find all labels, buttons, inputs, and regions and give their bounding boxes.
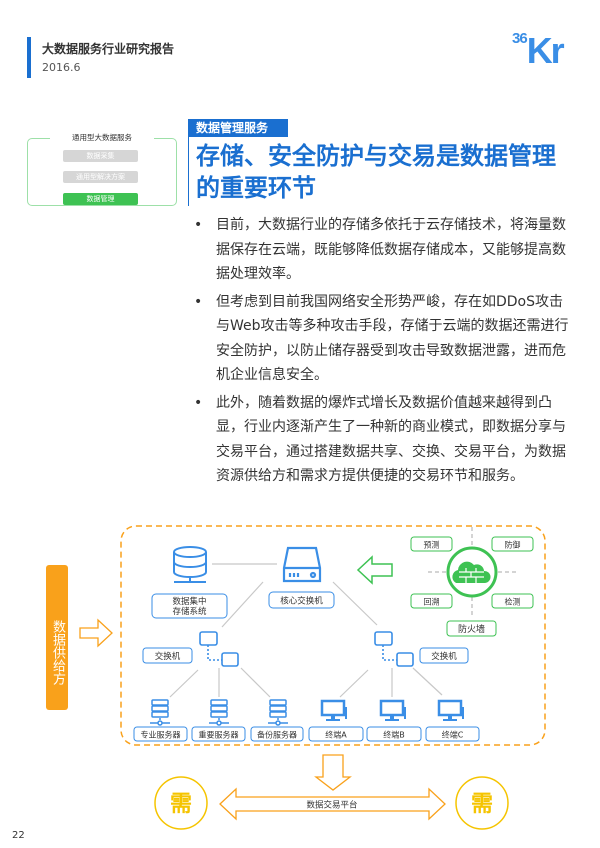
server-icon	[150, 699, 170, 726]
function-defend: 防御	[505, 540, 521, 550]
page-number: 22	[12, 830, 25, 841]
terminal-icon	[437, 699, 464, 721]
section-headline: 存储、安全防护与交易是数据管理的重要环节	[196, 142, 556, 202]
core-switch-label-box	[268, 591, 335, 609]
function-box	[410, 536, 453, 552]
exchange-double-arrow-icon	[219, 787, 446, 821]
switch-right-label: 交换机	[431, 651, 457, 662]
server-label: 专业服务器	[141, 730, 181, 740]
platform-label: 数据交易平台	[306, 800, 357, 811]
terminal-icon	[379, 699, 406, 721]
demand-circle-right	[455, 776, 509, 830]
nav-title: 通用型大数据服务	[50, 132, 154, 143]
firewall-arrow-icon	[356, 555, 393, 585]
function-detect: 检测	[505, 597, 521, 607]
function-box	[491, 593, 534, 609]
bullet-marker: •	[194, 217, 203, 233]
terminal-icon	[320, 699, 347, 721]
firewall-label-box	[446, 620, 497, 637]
header-accent-bar	[27, 37, 31, 78]
list-item: • 但考虑到目前我国网络安全形势严峻，存在如DDoS攻击与Web攻击等多种攻击手段…	[194, 290, 569, 388]
logo-letters: Kr	[526, 30, 565, 71]
list-item: • 此外，随着数据的爆炸式增长及数据价值越来越得到凸显，行业内逐渐产生了一种新的商…	[194, 391, 569, 489]
switch-left-label: 交换机	[155, 651, 181, 662]
storage-label-line1: 数据集中	[172, 596, 206, 607]
server-label: 备份服务器	[257, 730, 297, 740]
terminal-label: 终端B	[383, 730, 405, 740]
bullet-marker: •	[194, 293, 203, 310]
diagram-frame	[120, 525, 546, 746]
function-predict: 预测	[424, 540, 440, 550]
bullet-text: 此外，随着数据的爆炸式增长及数据价值越来越得到凸显，行业内逐渐产生了一种新的商业…	[216, 394, 566, 485]
server-label: 重要服务器	[199, 730, 239, 740]
storage-label-line2: 存储系统	[172, 606, 207, 617]
server-icon	[209, 699, 229, 726]
bullet-marker: •	[194, 394, 203, 411]
nav-item-data-collection[interactable]: 数据采集	[63, 150, 138, 162]
demand-right-label: 需	[471, 792, 493, 817]
nav-item-data-management[interactable]: 数据管理	[63, 193, 138, 205]
terminal-label: 终端A	[325, 730, 347, 740]
firewall-functions: 预测 防御 回溯 检测 防火墙	[410, 536, 534, 637]
terminal-label-box	[425, 726, 480, 742]
server-icon	[268, 699, 288, 726]
bullet-text: 但考虑到目前我国网络安全形势严峻，存在如DDoS攻击与Web攻击等多种攻击手段，…	[216, 293, 569, 384]
terminal-label: 终端C	[442, 730, 464, 740]
terminal-label-box	[366, 726, 422, 742]
function-box	[410, 593, 453, 609]
logo-number: 36	[512, 30, 528, 47]
switch-left-icon	[199, 631, 239, 667]
bullet-text: 目前，大数据行业的存储多依托于云存储技术，将海量数据保存在云端，既能够降低数据存…	[216, 217, 566, 282]
switch-right-icon	[374, 631, 414, 667]
category-nav: 数据采集 通用型解决方案 数据管理	[27, 138, 177, 206]
switch-left-label-box	[142, 647, 193, 664]
section-tag: 数据管理服务	[188, 119, 288, 137]
core-switch-icon	[282, 546, 322, 583]
connection-lines	[169, 563, 443, 698]
report-date: 2016.6	[42, 61, 81, 74]
terminal-label-box	[308, 726, 364, 742]
supply-arrow-icon	[79, 618, 113, 648]
database-icon	[173, 546, 207, 583]
logo-36kr: 36Kr	[512, 30, 565, 72]
switch-right-label-box	[419, 647, 469, 664]
storage-label-box	[151, 593, 228, 619]
function-trace: 回溯	[424, 597, 440, 607]
function-box	[491, 536, 534, 552]
list-item: • 目前，大数据行业的存储多依托于云存储技术，将海量数据保存在云端，既能够降低数据…	[194, 213, 569, 287]
server-label-box	[250, 726, 304, 742]
firewall-cloud-icon	[452, 561, 491, 583]
nav-item-general-solutions[interactable]: 通用型解决方案	[63, 171, 138, 183]
server-label-box	[191, 726, 246, 742]
firewall-label: 防火墙	[458, 623, 485, 635]
server-label-box	[133, 726, 188, 742]
demand-circle-left	[154, 776, 208, 830]
report-title: 大数据服务行业研究报告	[42, 42, 175, 56]
supply-side-label: 数据供给方	[46, 565, 68, 710]
core-switch-label: 核心交换机	[280, 596, 323, 607]
demand-left-label: 需	[170, 792, 192, 817]
down-arrow-icon	[314, 754, 352, 791]
section-divider	[188, 119, 189, 206]
bullet-list: • 目前，大数据行业的存储多依托于云存储技术，将海量数据保存在云端，既能够降低数据…	[194, 213, 569, 492]
